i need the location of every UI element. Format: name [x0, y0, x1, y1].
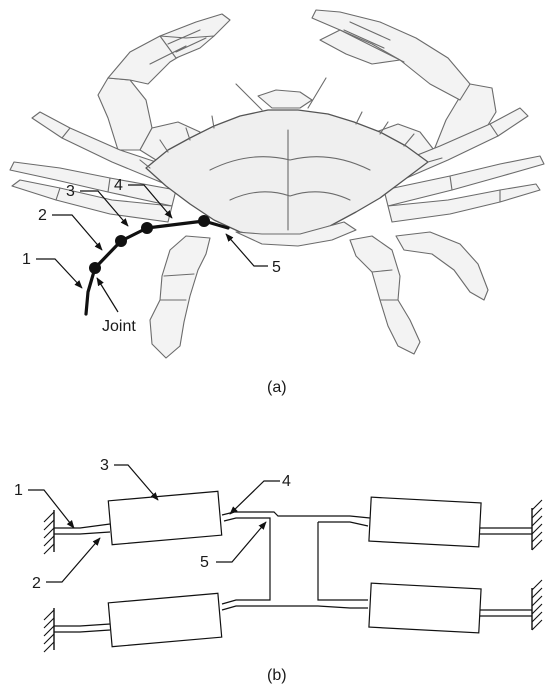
link-box-top-left — [108, 491, 221, 544]
wall-right-bottom — [532, 580, 542, 630]
label-a-2: 2 — [38, 207, 47, 224]
label-a-3: 3 — [66, 183, 75, 200]
joint-dot-1 — [89, 262, 101, 274]
panel-a: 1 2 3 4 5 Joint (a) — [10, 10, 544, 396]
label-b-5: 5 — [200, 554, 209, 571]
label-a-5: 5 — [272, 259, 281, 276]
chain-top-right — [318, 497, 532, 600]
caption-a: (a) — [267, 379, 287, 396]
chain-bottom-left — [54, 593, 368, 646]
link-box-bottom-left — [108, 593, 221, 646]
link-box-bottom-right — [369, 583, 481, 633]
wall-right-top — [532, 500, 542, 550]
label-a-1: 1 — [22, 251, 31, 268]
joint-dot-2 — [115, 235, 127, 247]
panel-b: 1 2 3 4 5 (b) — [14, 457, 542, 684]
joint-dot-4 — [198, 215, 210, 227]
label-b-2: 2 — [32, 575, 41, 592]
chain-bottom-right — [369, 583, 532, 633]
label-b-4: 4 — [282, 473, 291, 490]
leg-segment-path — [86, 221, 228, 314]
leg-linkage — [86, 215, 228, 314]
joint-dot-3 — [141, 222, 153, 234]
left-swimming-leg — [150, 236, 210, 358]
wall-left-bottom — [44, 608, 54, 652]
caption-b: (b) — [267, 667, 287, 684]
crab-illustration — [10, 10, 544, 358]
label-b-3: 3 — [100, 457, 109, 474]
chain-top-left — [54, 491, 350, 604]
label-b-1: 1 — [14, 482, 23, 499]
wall-left-top — [44, 510, 54, 554]
link-box-top-right — [369, 497, 481, 547]
right-swimming-leg — [350, 232, 488, 354]
label-joint: Joint — [102, 318, 136, 335]
label-a-4: 4 — [114, 177, 123, 194]
